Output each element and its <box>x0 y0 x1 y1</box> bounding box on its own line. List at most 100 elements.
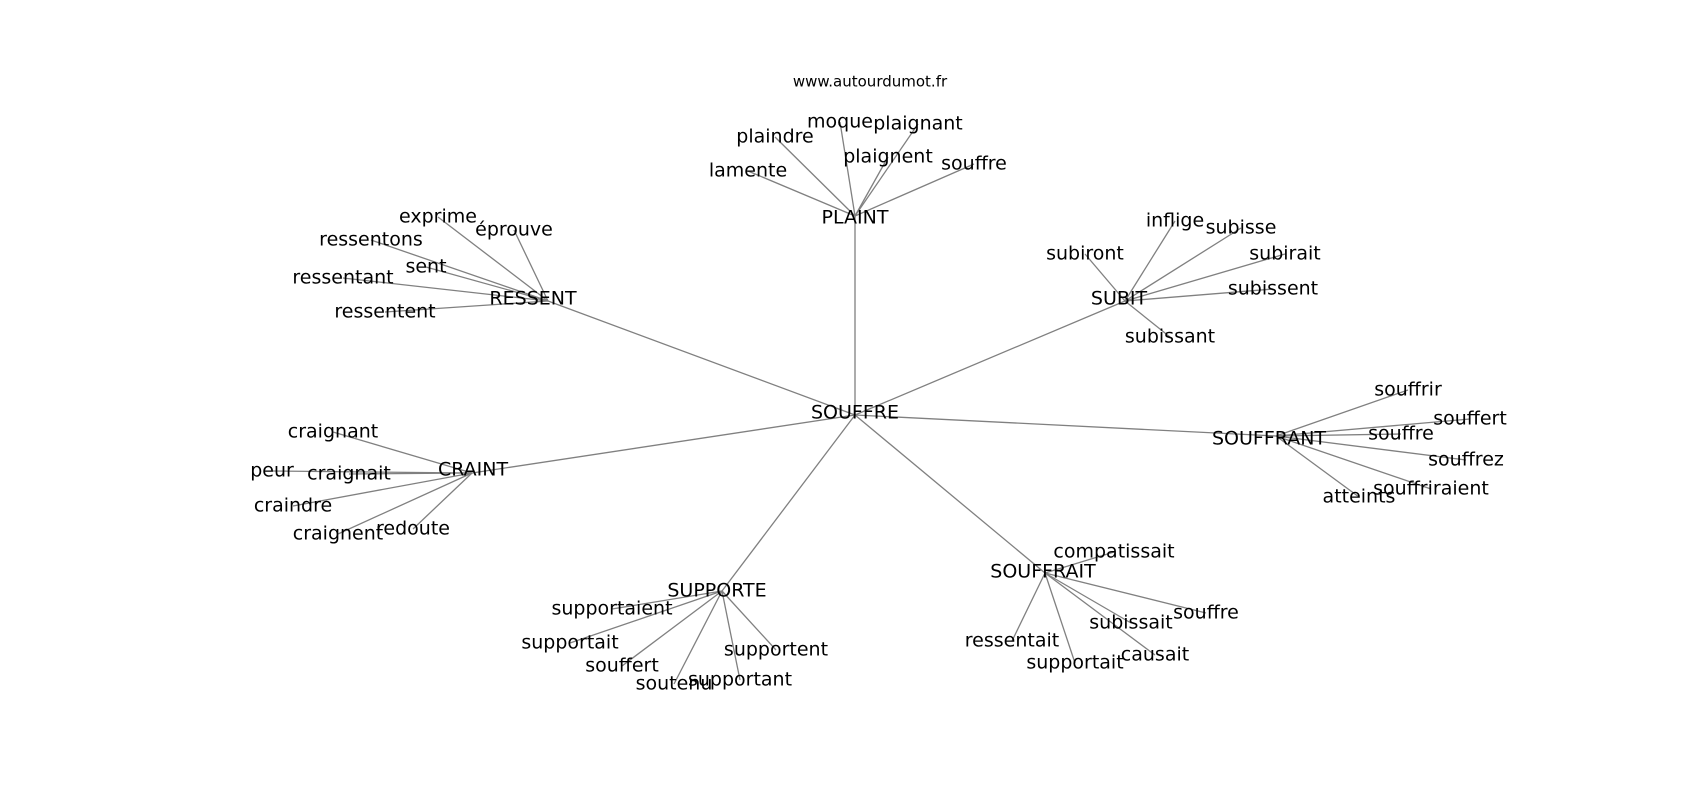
edge-ressent-leaf-5 <box>384 300 549 313</box>
edge-souffrait-leaf-4 <box>1044 572 1076 664</box>
edge-souffrant-leaf-0 <box>1275 389 1409 437</box>
edge-craint-leaf-5 <box>412 472 473 530</box>
node-leaf-souffrait-2: subissait <box>1089 612 1172 634</box>
node-leaf-ressent-3: sent <box>405 256 446 278</box>
edge-plaint-leaf-3 <box>854 156 889 217</box>
node-hub-supporte: SUPPORTE <box>667 580 766 602</box>
edge-souffrait-leaf-2 <box>1044 572 1132 624</box>
node-leaf-supporte-1: supportait <box>521 632 618 654</box>
node-leaf-ressent-0: exprime <box>399 206 477 228</box>
node-leaf-ressent-4: ressentant <box>292 267 393 289</box>
edge-souffrant-leaf-4 <box>1275 435 1432 490</box>
node-leaf-souffrait-5: causait <box>1121 644 1189 666</box>
edge-supporte-leaf-5 <box>721 590 777 651</box>
edge-souffrait-leaf-1 <box>1044 572 1207 614</box>
node-leaf-craint-5: redoute <box>376 518 450 540</box>
node-leaf-souffrait-4: supportait <box>1026 652 1123 674</box>
node-leaf-supporte-2: souffert <box>585 655 659 677</box>
node-leaf-supporte-3: soutenu <box>636 673 713 695</box>
node-leaf-souffrant-2: souffre <box>1368 423 1434 445</box>
edge-center-ressent <box>547 300 856 416</box>
node-leaf-souffrant-0: souffrir <box>1374 379 1442 401</box>
node-leaf-subit-4: subissent <box>1228 278 1318 300</box>
edge-souffrant-leaf-1 <box>1275 418 1471 437</box>
node-leaf-subit-1: subisse <box>1206 217 1277 239</box>
node-leaf-craint-2: craignait <box>307 463 391 485</box>
edge-subit-leaf-3 <box>1124 253 1286 302</box>
edge-souffrant-leaf-2 <box>1275 433 1402 437</box>
edge-souffrant-leaf-5 <box>1275 435 1360 498</box>
node-leaf-supporte-5: supportent <box>724 639 828 661</box>
node-leaf-plaint-5: lamente <box>709 160 787 182</box>
edge-ressent-leaf-2 <box>370 239 549 302</box>
site-title: www.autourdumot.fr <box>793 73 948 91</box>
node-leaf-souffrant-1: souffert <box>1433 408 1507 430</box>
node-leaf-souffrant-5: atteints <box>1323 486 1396 508</box>
edge-ressent-leaf-0 <box>437 216 549 302</box>
edge-center-souffrant <box>854 414 1277 437</box>
edge-supporte-leaf-2 <box>621 590 723 667</box>
graph-edges <box>271 121 1471 685</box>
edge-supporte-leaf-4 <box>721 590 741 681</box>
edge-ressent-leaf-3 <box>425 266 549 302</box>
node-leaf-plaint-3: plaignent <box>843 146 933 168</box>
edge-souffrant-leaf-3 <box>1275 435 1467 461</box>
node-leaf-plaint-2: plaignant <box>873 113 963 135</box>
edge-supporte-leaf-1 <box>569 590 723 644</box>
node-hub-souffrant: SOUFFRANT <box>1212 428 1326 450</box>
node-leaf-supporte-0: supportaient <box>551 598 672 620</box>
node-leaf-supporte-4: supportant <box>688 669 792 691</box>
node-leaf-souffrait-1: souffre <box>1173 602 1239 624</box>
node-leaf-subit-0: inflige <box>1146 210 1204 232</box>
edge-supporte-leaf-3 <box>673 590 723 685</box>
node-leaf-souffrait-0: compatissait <box>1053 541 1174 563</box>
node-leaf-plaint-1: moque <box>807 111 873 133</box>
node-hub-plaint: PLAINT <box>822 207 889 229</box>
node-leaf-souffrait-3: ressentait <box>965 630 1059 652</box>
edge-center-subit <box>854 300 1126 416</box>
node-leaf-subit-3: subirait <box>1249 243 1320 265</box>
edge-subit-leaf-4 <box>1124 288 1274 302</box>
node-leaf-souffrant-4: souffriraient <box>1373 478 1489 500</box>
node-leaf-craint-1: peur <box>250 460 294 482</box>
node-leaf-ressent-2: ressentons <box>319 229 423 251</box>
node-leaf-subit-2: subiront <box>1046 243 1124 265</box>
edge-subit-leaf-2 <box>1084 253 1126 302</box>
node-leaf-craint-3: craindre <box>254 495 332 517</box>
node-hub-ressent: RESSENT <box>489 288 577 310</box>
edge-souffrait-leaf-0 <box>1044 551 1115 574</box>
edge-souffrait-leaf-3 <box>1011 572 1046 642</box>
node-leaf-subit-5: subissant <box>1125 326 1215 348</box>
edge-plaint-leaf-5 <box>747 170 856 217</box>
edge-craint-leaf-2 <box>348 472 473 475</box>
node-leaf-ressent-1: éprouve <box>475 219 553 241</box>
node-leaf-ressent-5: ressentent <box>334 301 435 323</box>
node-leaf-plaint-0: plaindre <box>736 126 813 148</box>
node-leaf-plaint-4: souffre <box>941 153 1007 175</box>
edge-craint-leaf-0 <box>332 431 473 474</box>
node-hub-subit: SUBIT <box>1091 288 1148 310</box>
edge-subit-leaf-5 <box>1124 300 1171 338</box>
edge-souffrait-leaf-5 <box>1044 572 1156 656</box>
edge-plaint-leaf-2 <box>854 123 919 217</box>
edge-ressent-leaf-1 <box>513 229 549 302</box>
node-leaf-craint-0: craignant <box>288 421 378 443</box>
edge-center-supporte <box>721 414 856 592</box>
edge-ressent-leaf-4 <box>342 277 549 302</box>
node-hub-craint: CRAINT <box>438 459 509 481</box>
edge-subit-leaf-0 <box>1124 220 1176 302</box>
edge-plaint-leaf-4 <box>854 163 975 217</box>
edge-center-craint <box>471 414 856 474</box>
node-leaf-souffrant-3: souffrez <box>1428 449 1504 471</box>
edge-center-souffrait <box>854 414 1046 574</box>
node-hub-souffrait: SOUFFRAIT <box>990 561 1096 583</box>
edge-craint-leaf-3 <box>292 472 473 507</box>
edge-subit-leaf-1 <box>1124 227 1242 302</box>
edge-plaint-leaf-1 <box>839 121 856 217</box>
edge-supporte-leaf-0 <box>611 590 723 610</box>
node-center-souffre: SOUFFRE <box>811 402 899 424</box>
edge-plaint-leaf-0 <box>774 136 856 217</box>
edge-craint-leaf-4 <box>337 472 473 535</box>
